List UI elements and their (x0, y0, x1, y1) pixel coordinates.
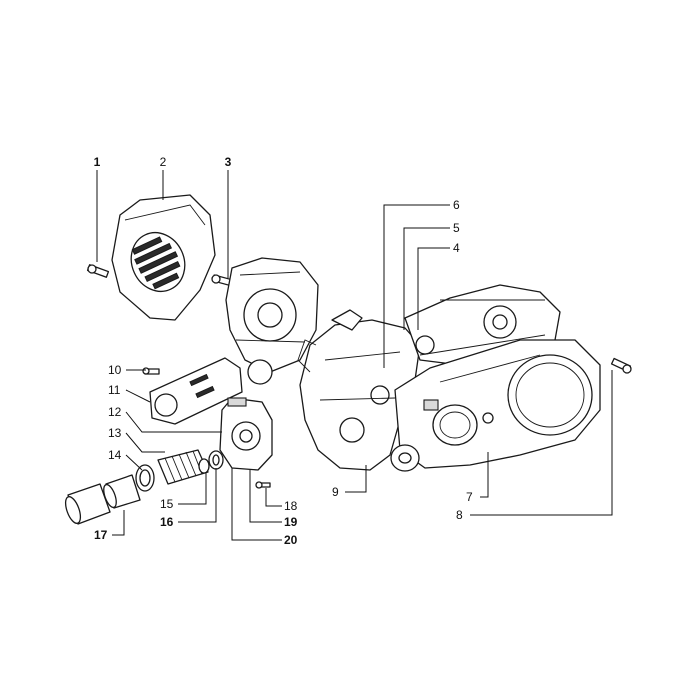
callout-5: 5 (453, 221, 460, 235)
callout-4: 4 (453, 241, 460, 255)
callout-15: 15 (160, 497, 174, 511)
callout-labels: 1 2 3 4 5 6 7 8 9 10 11 12 13 14 15 16 1… (94, 155, 473, 547)
part-plate-11 (149, 357, 243, 425)
part-ring-16 (208, 450, 224, 470)
callout-16: 16 (160, 515, 174, 529)
leader-lines (96, 170, 613, 541)
part-screw-1 (86, 264, 110, 278)
callout-13: 13 (108, 426, 122, 440)
part-hose-13 (157, 449, 209, 485)
callout-20: 20 (284, 533, 298, 547)
callout-11: 11 (108, 383, 121, 397)
part-flywheel-housing (225, 257, 319, 385)
callout-19: 19 (284, 515, 298, 529)
callout-12: 12 (108, 405, 122, 419)
part-pump-cover-12 (219, 397, 273, 471)
part-crankcase (297, 309, 421, 471)
callout-8: 8 (456, 508, 463, 522)
part-screw-8 (610, 357, 632, 374)
callout-3: 3 (225, 155, 232, 169)
callout-6: 6 (453, 198, 460, 212)
part-oring-15 (198, 458, 210, 474)
part-screw-10 (142, 367, 160, 375)
callout-14: 14 (108, 448, 122, 462)
callout-10: 10 (108, 363, 122, 377)
callout-18: 18 (284, 499, 298, 513)
callout-7: 7 (466, 490, 473, 504)
part-transmission-cover-7 (390, 339, 601, 472)
callout-1: 1 (94, 155, 101, 169)
part-tube-17 (64, 474, 141, 525)
callout-9: 9 (332, 485, 339, 499)
callout-17: 17 (94, 528, 108, 542)
part-clamp-14 (135, 464, 155, 492)
part-screw-18 (255, 481, 271, 489)
callout-2: 2 (160, 155, 167, 169)
part-fan-cover-2 (111, 194, 216, 321)
